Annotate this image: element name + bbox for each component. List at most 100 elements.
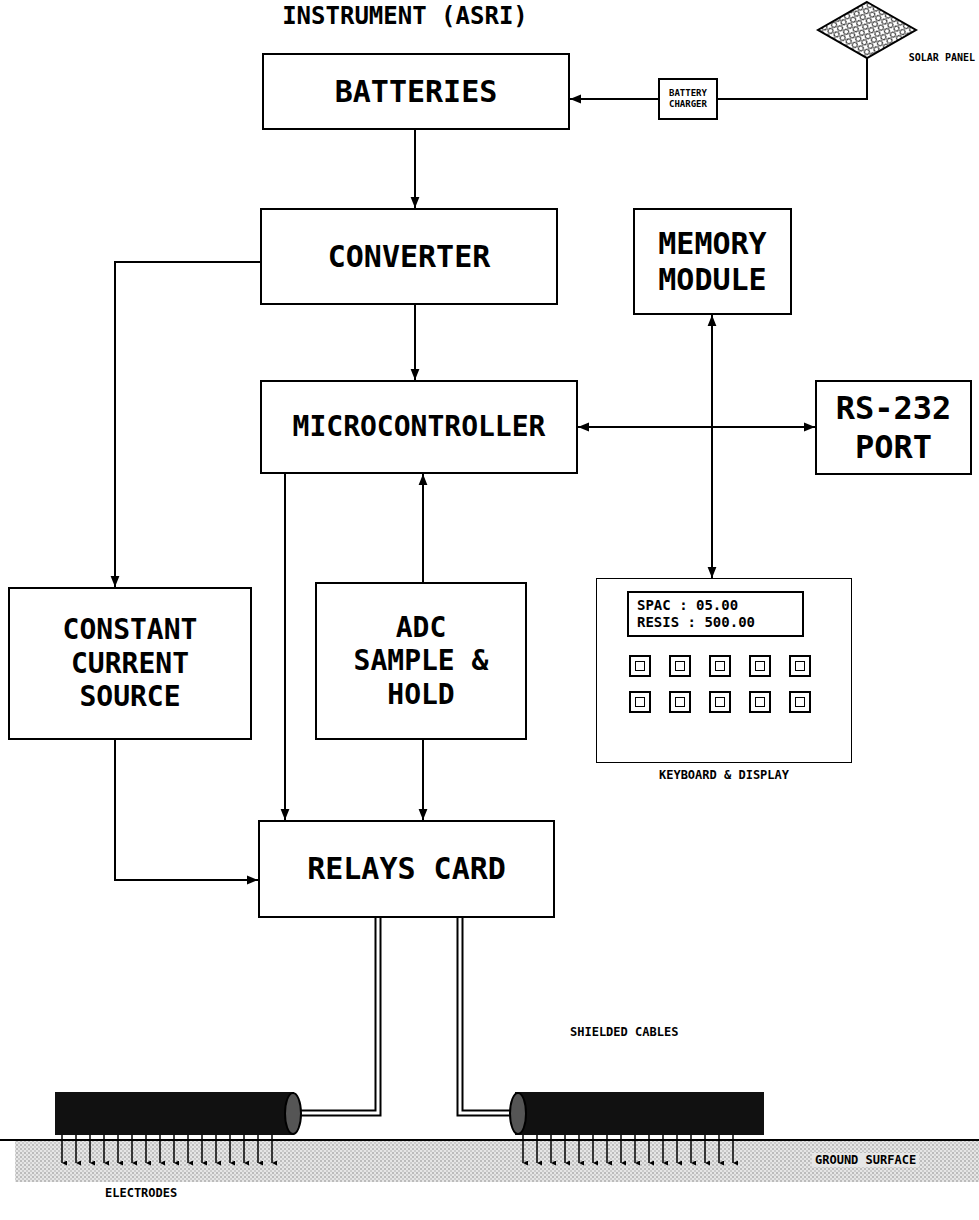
key-face: [755, 697, 765, 707]
box-label: ADC SAMPLE & HOLD: [346, 611, 496, 712]
electrode-spike: [620, 1135, 622, 1163]
cable-outer: [460, 918, 515, 1113]
electrode-spike: [564, 1135, 566, 1163]
electrode-spike: [117, 1135, 119, 1163]
key-face: [715, 697, 725, 707]
box-label: RS-232 PORT: [821, 389, 966, 466]
key: [749, 655, 771, 677]
display-line: RESIS : 500.00: [637, 614, 755, 631]
arrow-connector: [415, 130, 416, 208]
cable-label: ELECTRODES: [105, 1186, 177, 1200]
electrode-spike: [257, 1135, 259, 1163]
electrode-spike: [522, 1135, 524, 1163]
box-label: CONSTANT CURRENT SOURCE: [14, 613, 246, 714]
electrode-spike: [704, 1135, 706, 1163]
ground-label: GROUND SURFACE: [812, 1153, 919, 1167]
electrode-spike: [271, 1135, 273, 1163]
electrode-spike: [662, 1135, 664, 1163]
electrode-spike: [75, 1135, 77, 1163]
cable-connector: [460, 918, 515, 1113]
key: [789, 691, 811, 713]
electrode-spike: [536, 1135, 538, 1163]
electrode-spike: [592, 1135, 594, 1163]
electrode-spike: [606, 1135, 608, 1163]
key-face: [635, 661, 645, 671]
shielded-cable: SHIELDED CABLES: [515, 1025, 770, 1140]
connector-line: [414, 305, 416, 380]
arrow-connector: [712, 315, 713, 578]
key-face: [675, 661, 685, 671]
key: [669, 655, 691, 677]
cable-end: [509, 1092, 527, 1135]
key: [629, 691, 651, 713]
connector-line: [422, 474, 424, 582]
box-label: MEMORY MODULE: [639, 226, 786, 298]
arrow-connector: [578, 427, 815, 428]
electrode-spike: [243, 1135, 245, 1163]
cable-inner: [460, 918, 515, 1113]
arrow-connector: [570, 99, 658, 100]
controller-box: MICROCONTROLLER: [260, 380, 578, 474]
connector-line: [718, 58, 867, 99]
electrode-spike: [145, 1135, 147, 1163]
adc-box: ADC SAMPLE & HOLD: [315, 582, 527, 740]
key: [709, 655, 731, 677]
memory-box: MEMORY MODULE: [633, 208, 792, 315]
key-face: [715, 661, 725, 671]
electrode-spike: [215, 1135, 217, 1163]
electrode-spike: [61, 1135, 63, 1163]
solar-panel-icon: [812, 0, 922, 62]
panel-outline: [818, 2, 916, 58]
electrode-spike: [159, 1135, 161, 1163]
current-source-box: CONSTANT CURRENT SOURCE: [8, 587, 252, 740]
connector-line: [414, 130, 416, 208]
key: [749, 691, 771, 713]
electrode-spike: [648, 1135, 650, 1163]
solar-panel: SOLAR PANEL: [812, 0, 977, 68]
key-face: [795, 661, 805, 671]
key-face: [795, 697, 805, 707]
electrode-spikes: [62, 1135, 733, 1163]
electrode-spike: [89, 1135, 91, 1163]
keyboard-display: KEYBOARD & DISPLAYSPAC : 05.00RESIS : 50…: [596, 578, 852, 763]
box-label: BATTERIES: [335, 74, 498, 110]
electrode-spike: [732, 1135, 734, 1163]
key: [709, 691, 731, 713]
electrode-cable: ELECTRODES: [55, 1085, 300, 1200]
charger-box: BATTERY CHARGER: [658, 78, 718, 120]
key-face: [635, 697, 645, 707]
connector-line: [711, 315, 713, 578]
arrow-connector: [423, 740, 424, 820]
arrow-connector: [718, 58, 867, 99]
electrode-spike: [103, 1135, 105, 1163]
panel-caption: KEYBOARD & DISPLAY: [597, 768, 851, 782]
box-label: MICROCONTROLLER: [293, 410, 546, 444]
electrode-spike: [173, 1135, 175, 1163]
electrode-spike: [690, 1135, 692, 1163]
ground-line: [0, 1139, 979, 1141]
connector-line: [578, 426, 815, 428]
arrow-connector: [115, 262, 260, 587]
display-line: SPAC : 05.00: [637, 597, 738, 614]
key: [669, 691, 691, 713]
cable-label: SHIELDED CABLES: [570, 1025, 678, 1039]
box-label: CONVERTER: [328, 239, 491, 275]
electrode-spike: [634, 1135, 636, 1163]
cable-body: [515, 1092, 764, 1135]
cable-connector: [300, 918, 378, 1113]
connector-line: [284, 474, 286, 820]
battery-box: BATTERIES: [262, 53, 570, 130]
electrode-spike: [201, 1135, 203, 1163]
electrode-spike: [131, 1135, 133, 1163]
key-face: [675, 697, 685, 707]
cable-body: [55, 1092, 294, 1135]
connector-line: [115, 262, 260, 587]
diagram-title: INSTRUMENT (ASRI): [0, 2, 810, 30]
converter-box: CONVERTER: [260, 208, 558, 305]
electrode-spike: [550, 1135, 552, 1163]
cable-inner: [300, 918, 378, 1113]
cable-outer: [300, 918, 378, 1113]
electrode-spike: [578, 1135, 580, 1163]
arrow-connector: [423, 474, 424, 582]
electrode-spike: [718, 1135, 720, 1163]
